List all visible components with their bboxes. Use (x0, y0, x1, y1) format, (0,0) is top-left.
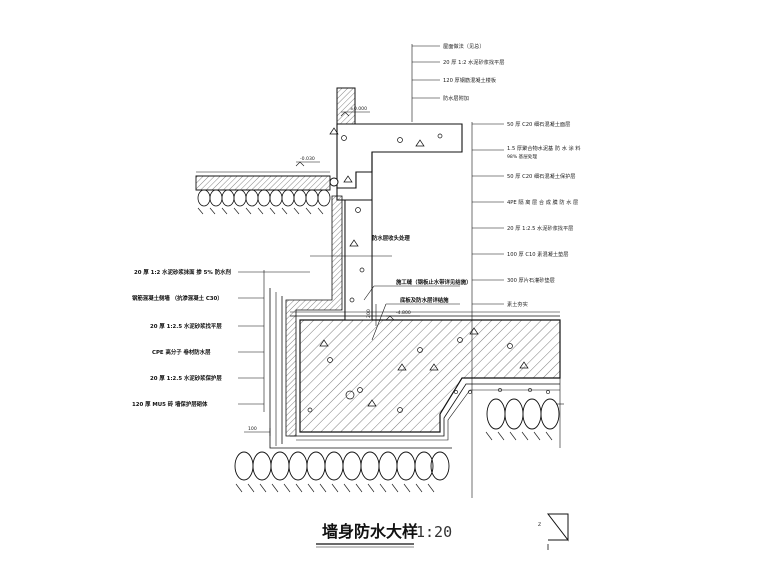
label-top-screed: 20 厚 1:2 水泥砂浆找平层 (443, 58, 504, 66)
labels-left: 20 厚 1:2 水泥砂浆抹面 掺 5% 防水剂 钢筋混凝土侧墙 （抗渗混凝土 … (132, 268, 231, 408)
label-right-1: 50 厚 C20 细石混凝土面层 (507, 120, 570, 128)
drawing-scale: 1:20 (416, 523, 452, 541)
label-top-waterproof: 防水层附加 (443, 94, 469, 102)
label-roof-method: 屋面做法（见总） (443, 42, 485, 50)
label-right-5: 4PE 隔 离 层 合 成 膜 防 水 层 (507, 198, 578, 206)
label-right-4: 50 厚 C20 细石混凝土保护层 (507, 172, 575, 180)
label-right-9: 素土夯实 (507, 300, 528, 308)
wall-lower (344, 199, 373, 321)
label-left-5: 20 厚 1:2.5 水泥砂浆保护层 (150, 374, 222, 382)
labels-mid: 防水层收头处理 施工缝（钢板止水带详见结施） 底板及防水层详结施 (372, 234, 471, 304)
gravel-base (234, 451, 450, 481)
label-left-1: 20 厚 1:2 水泥砂浆抹面 掺 5% 防水剂 (134, 268, 231, 276)
label-right-2: 1.5 厚聚合物水泥基 防 水 涂 料 (507, 144, 581, 152)
floor-slab (195, 175, 331, 191)
leader-lines (238, 44, 564, 498)
upper-wall (336, 87, 356, 125)
drawing-title: 墙身防水大样 (322, 522, 418, 541)
label-mid-3: 底板及防水层详结施 (400, 296, 449, 304)
label-right-6: 20 厚 1:2.5 水泥砂浆找平层 (507, 224, 573, 232)
title-block: 墙身防水大样 1:20 (316, 522, 452, 548)
label-right-3: 98% 基层处理 (507, 153, 537, 160)
label-left-3: 20 厚 1:2.5 水泥砂浆找平层 (150, 322, 222, 330)
label-mid-2: 施工缝（钢板止水带详见结施） (396, 278, 471, 286)
soil-hatch (197, 207, 553, 493)
elevations: ±0.000 -0.030 -4.800 100 200 (248, 106, 411, 432)
gravel-right (486, 398, 560, 430)
north-mark-label: Z (538, 522, 541, 528)
label-left-2: 钢筋混凝土侧墙 （抗渗混凝土 C30） (132, 294, 223, 302)
dim-step: 200 (366, 309, 372, 318)
label-right-8: 300 厚片石灌砂垫层 (507, 276, 555, 284)
base-slab (299, 319, 561, 433)
label-right-7: 100 厚 C10 素混凝土垫层 (507, 250, 568, 258)
elevation-floor: -0.030 (300, 156, 315, 162)
aggregate (307, 127, 529, 413)
north-mark-icon: Z (538, 513, 569, 550)
label-left-6: 120 厚 MU5 砖 墙保护层砌体 (132, 400, 208, 408)
label-top-slab: 120 厚钢筋混凝土楼板 (443, 76, 497, 84)
label-mid-1: 防水层收头处理 (372, 234, 410, 242)
elevation-slab: -4.800 (396, 310, 411, 316)
gravel-floor (197, 189, 331, 207)
label-left-4: CPE 高分子 卷材防水层 (152, 348, 211, 356)
labels-right: 50 厚 C20 细石混凝土面层 1.5 厚聚合物水泥基 防 水 涂 料 98%… (507, 120, 581, 308)
structure (195, 87, 561, 493)
labels-top: 屋面做法（见总） 20 厚 1:2 水泥砂浆找平层 120 厚钢筋混凝土楼板 防… (443, 42, 504, 102)
elevation-top: ±0.000 (350, 106, 367, 112)
dim-sill: 100 (248, 426, 257, 432)
